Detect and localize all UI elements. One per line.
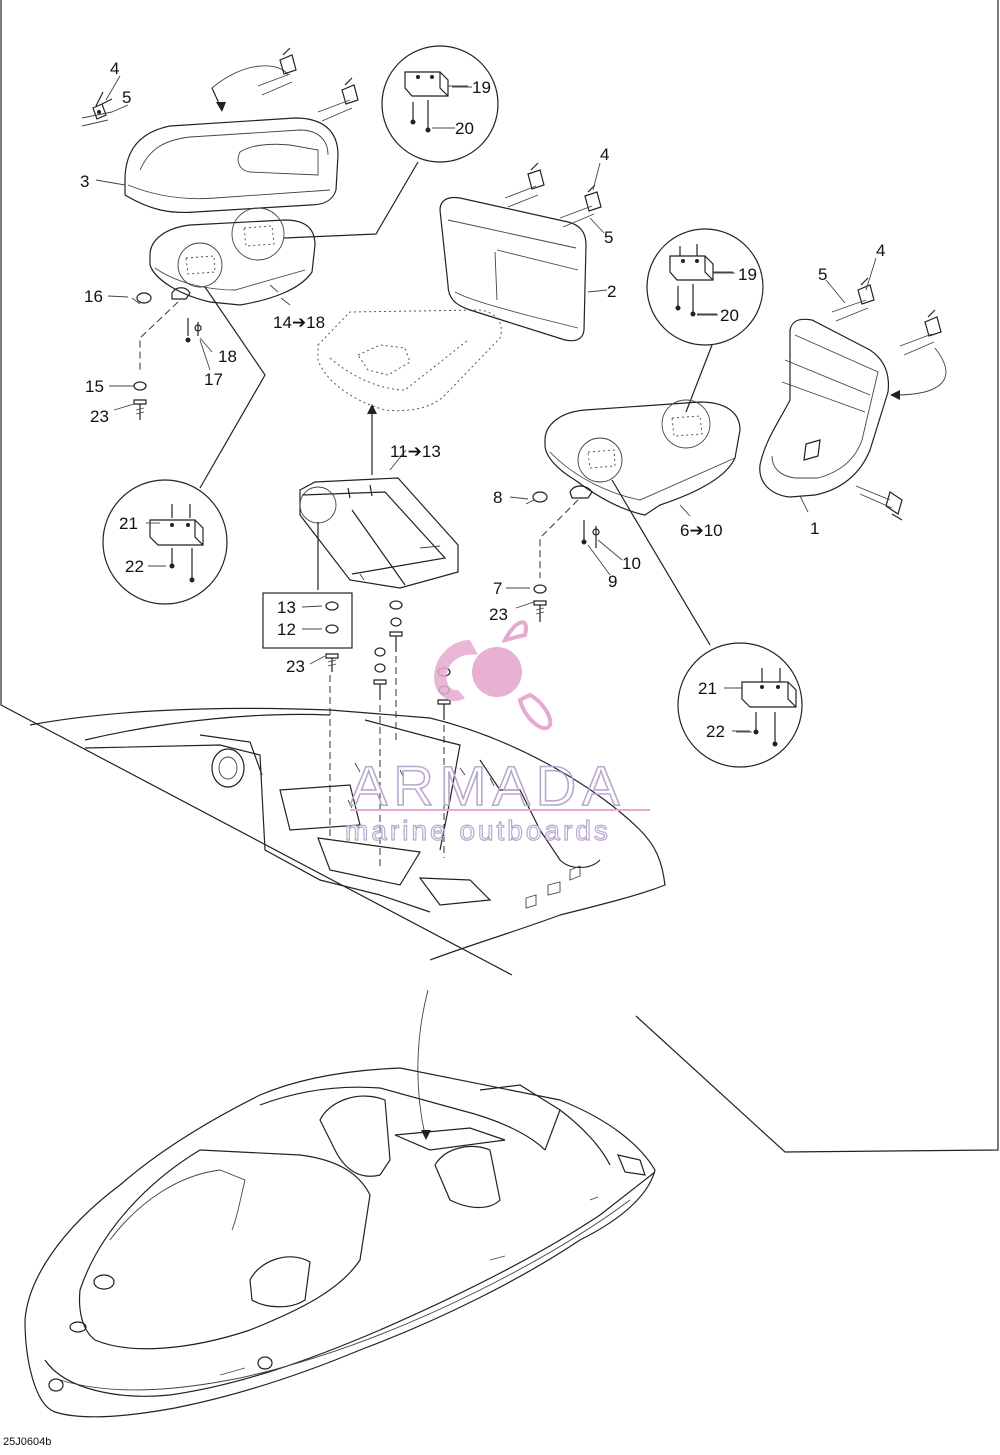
seat-backrest-2 xyxy=(439,196,587,342)
callout-22-right: 22 xyxy=(706,722,725,741)
callout-23-center: 23 xyxy=(286,657,305,676)
seat-cushion-14-18 xyxy=(149,207,316,306)
clip-hardware-top-left xyxy=(81,91,113,127)
callout-23-left: 23 xyxy=(90,407,109,426)
seat-base-11-13 xyxy=(299,477,459,589)
arrow-tip-center xyxy=(367,404,377,414)
arrow-curve-right xyxy=(894,347,947,396)
detail-circle-21-22-right xyxy=(677,642,803,768)
callout-23-right: 23 xyxy=(489,605,508,624)
seat-cushion-dotted xyxy=(317,309,502,412)
clip-hardware-right xyxy=(831,277,942,521)
seat-backrest-3 xyxy=(124,117,339,214)
seat-backrest-1 xyxy=(759,318,890,498)
callout-21-left: 21 xyxy=(119,514,138,533)
assembly-guide-lines xyxy=(329,656,445,870)
callout-labels: 4 5 3 19 20 4 5 2 14➔18 16 18 17 15 23 2… xyxy=(80,59,885,741)
callout-6-10: 6➔10 xyxy=(680,521,723,540)
callout-17: 17 xyxy=(204,370,223,389)
callout-11-13: 11➔13 xyxy=(390,442,441,461)
figure-code: 25J0604b xyxy=(3,1436,51,1448)
callout-20-right: 20 xyxy=(720,306,739,325)
callout-5-right: 5 xyxy=(818,265,827,284)
fasteners-detail-box xyxy=(325,601,339,672)
callout-5-mid: 5 xyxy=(604,228,613,247)
seat-cushion-6-10 xyxy=(544,399,741,516)
leader-detail-21-22-left xyxy=(199,286,266,489)
callout-3: 3 xyxy=(80,172,89,191)
callout-15: 15 xyxy=(85,377,104,396)
callout-12: 12 xyxy=(277,620,296,639)
callout-16: 16 xyxy=(84,287,103,306)
propeller-logo xyxy=(434,620,553,731)
callout-19-right: 19 xyxy=(738,265,757,284)
callout-19-top: 19 xyxy=(472,78,491,97)
arrow-tip-top xyxy=(216,102,226,112)
clip-hardware-top-mid xyxy=(257,47,359,122)
callout-4-top-left: 4 xyxy=(110,59,119,78)
leader-detail-19-20-left xyxy=(283,161,419,239)
callout-4-mid: 4 xyxy=(600,145,609,164)
armada-watermark: ARMADA marine outboards xyxy=(344,620,650,847)
boat-cockpit-closeup xyxy=(29,707,666,961)
callout-8: 8 xyxy=(493,488,502,507)
callout-13: 13 xyxy=(277,598,296,617)
boat-full-view xyxy=(24,1067,656,1418)
watermark-title: ARMADA xyxy=(350,754,626,817)
callout-14-18: 14➔18 xyxy=(273,313,325,332)
callout-2: 2 xyxy=(607,282,616,301)
clip-hardware-right-mid xyxy=(504,162,602,228)
leader-detail-19-20-right xyxy=(685,344,713,413)
callout-leaders xyxy=(95,75,877,732)
callout-22-left: 22 xyxy=(125,557,144,576)
detail-circle-19-20-right xyxy=(646,228,764,346)
detail-circle-21-22-left xyxy=(102,479,228,605)
arrow-tip-right xyxy=(890,390,900,400)
leader-detail-21-22-right xyxy=(611,479,711,646)
callout-21-right: 21 xyxy=(698,679,717,698)
callout-9: 9 xyxy=(608,572,617,591)
callout-7: 7 xyxy=(493,579,502,598)
fasteners-right-column xyxy=(525,485,600,622)
callout-20-top: 20 xyxy=(455,119,474,138)
watermark-subtitle: marine outboards xyxy=(345,815,611,846)
callout-5-top-left: 5 xyxy=(122,88,131,107)
callout-1: 1 xyxy=(810,519,819,538)
frame-border xyxy=(0,0,999,1153)
fasteners-left-column xyxy=(131,287,202,420)
detail-box-12-13 xyxy=(262,592,353,649)
detail-circle-19-20-top xyxy=(381,45,499,163)
callout-4-right: 4 xyxy=(876,241,885,260)
callout-18: 18 xyxy=(218,347,237,366)
arrow-to-boat xyxy=(417,989,429,1136)
arrow-curve-top xyxy=(211,65,289,89)
callout-10: 10 xyxy=(622,554,641,573)
